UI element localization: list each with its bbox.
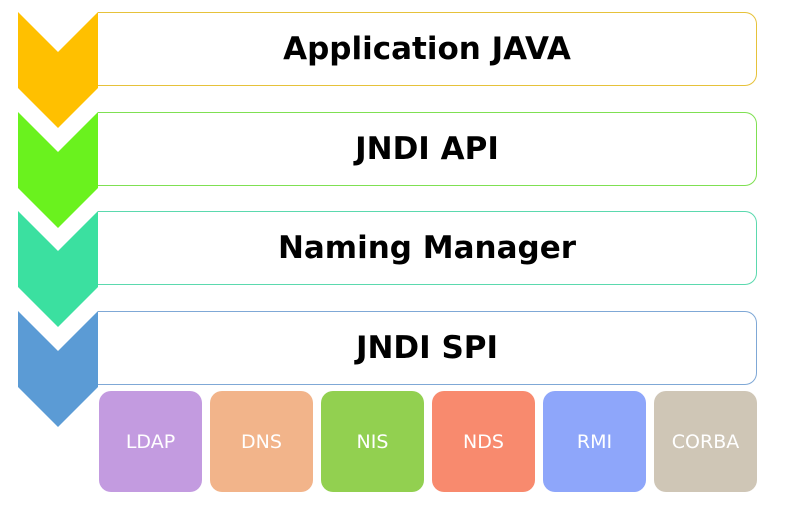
layer-4-chevron bbox=[18, 311, 98, 427]
layer-naming-manager: Naming Manager bbox=[98, 211, 757, 285]
provider-label: RMI bbox=[576, 430, 613, 453]
layer-label: JNDI SPI bbox=[355, 330, 499, 366]
layer-label: Naming Manager bbox=[277, 230, 577, 266]
provider-label: DNS bbox=[241, 430, 282, 453]
provider-label: LDAP bbox=[125, 430, 176, 453]
provider-label: NDS bbox=[463, 430, 504, 453]
provider-ldap: LDAP bbox=[99, 391, 202, 492]
layer-1-chevron bbox=[18, 12, 98, 128]
layer-jndi-spi: JNDI SPI bbox=[98, 311, 757, 385]
provider-dns: DNS bbox=[210, 391, 313, 492]
provider-corba: CORBA bbox=[654, 391, 757, 492]
provider-nis: NIS bbox=[321, 391, 424, 492]
layer-jndi-api: JNDI API bbox=[98, 112, 757, 186]
layer-label: JNDI API bbox=[355, 131, 499, 167]
layer-3-chevron bbox=[18, 211, 98, 327]
layer-application-java: Application JAVA bbox=[98, 12, 757, 86]
layer-2-chevron bbox=[18, 112, 98, 228]
provider-nds: NDS bbox=[432, 391, 535, 492]
layer-label: Application JAVA bbox=[283, 31, 571, 67]
provider-label: NIS bbox=[356, 430, 389, 453]
provider-rmi: RMI bbox=[543, 391, 646, 492]
provider-label: CORBA bbox=[671, 430, 740, 453]
